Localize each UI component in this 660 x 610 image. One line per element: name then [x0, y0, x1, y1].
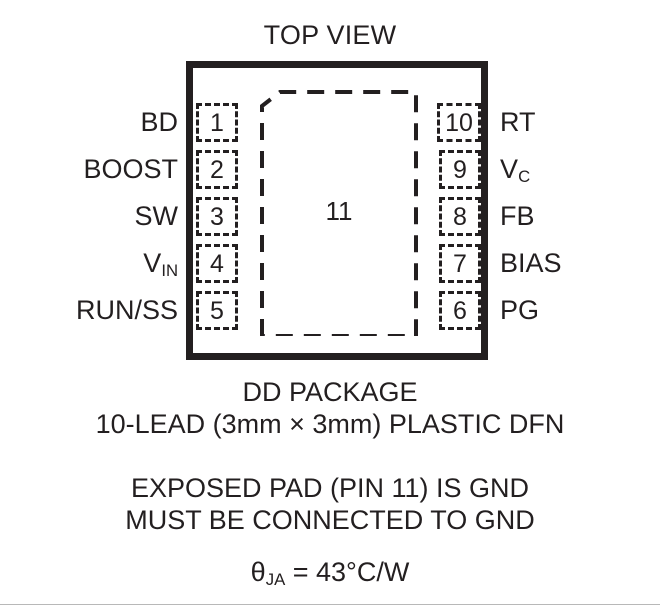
pin-pad-7: 7: [439, 244, 481, 283]
pin-pad-1: 1: [196, 103, 238, 142]
pin-label-vc-subscript: C: [518, 166, 531, 186]
pin-pad-10: 10: [437, 103, 481, 142]
caption-exposed-pad-note: EXPOSED PAD (PIN 11) IS GND: [130, 473, 530, 503]
caption-package-name: DD PACKAGE: [242, 377, 418, 407]
pin-label-vc: VC: [500, 150, 530, 192]
pin-pad-8: 8: [439, 197, 481, 236]
caption-lead-spec: 10-LEAD (3mm × 3mm) PLASTIC DFN: [95, 409, 565, 439]
pin-label-bd: BD: [140, 107, 178, 137]
pin-label-rt: RT: [500, 107, 536, 137]
pin-label-pg: PG: [500, 295, 540, 325]
pin-pad-6: 6: [439, 291, 481, 330]
caption-connection-note: MUST BE CONNECTED TO GND: [125, 505, 535, 535]
pin-pad-3: 3: [196, 197, 238, 236]
pin-label-sw: SW: [134, 201, 179, 231]
exposed-pad-outline: [258, 86, 420, 336]
pin-label-vin-base: V: [143, 248, 162, 278]
theta-subscript: JA: [265, 569, 286, 589]
pin-label-fb: FB: [500, 201, 535, 231]
pin-pad-5: 5: [196, 291, 238, 330]
pin-label-run-ss: RUN/SS: [75, 295, 178, 325]
pin-pad-9: 9: [439, 150, 481, 189]
diagram-title: TOP VIEW: [263, 20, 397, 50]
theta-value: = 43°C/W: [285, 557, 410, 587]
exposed-pad-number: 11: [325, 196, 353, 226]
pin-label-vc-base: V: [500, 154, 519, 184]
pin-label-vin: VIN: [143, 244, 178, 286]
pin-pad-4: 4: [196, 244, 238, 283]
pin-pad-2: 2: [196, 150, 238, 189]
pin-label-boost: BOOST: [83, 154, 178, 184]
caption-thermal-resistance: θJA = 43°C/W: [0, 557, 660, 589]
pin-label-bias: BIAS: [500, 248, 562, 278]
bottom-divider: [0, 604, 660, 605]
pin-label-vin-subscript: IN: [161, 260, 179, 280]
theta-symbol: θ: [250, 557, 266, 587]
